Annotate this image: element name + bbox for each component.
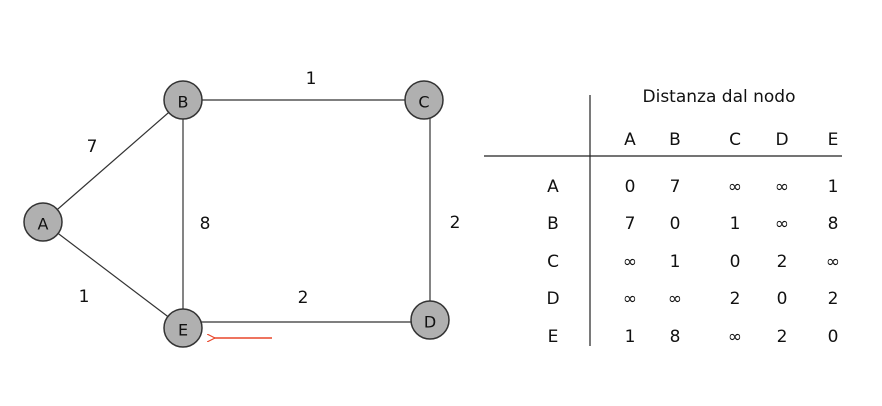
table-cell: 0 (730, 252, 741, 272)
node-e: E (163, 308, 203, 348)
weight-b-c: 1 (306, 69, 317, 89)
table-cell: 1 (828, 177, 839, 197)
table-cell: 2 (828, 289, 839, 309)
row-header-d: D (546, 289, 559, 309)
weight-d-e: 2 (298, 288, 309, 308)
table-cell: 8 (828, 214, 839, 234)
column-header-d: D (775, 130, 788, 150)
table-cell: 1 (625, 327, 636, 347)
table-cell: 1 (730, 214, 741, 234)
table-cell: ∞ (728, 177, 742, 197)
node-a-label: A (38, 215, 49, 234)
node-d: D (410, 300, 450, 340)
table-cell: ∞ (623, 252, 637, 272)
table-cell: 0 (670, 214, 681, 234)
node-b: B (163, 80, 203, 120)
weight-a-b: 7 (87, 137, 98, 157)
weight-b-e: 8 (200, 214, 211, 234)
weight-a-e: 1 (79, 287, 90, 307)
row-header-e: E (548, 327, 559, 347)
column-header-e: E (828, 130, 839, 150)
node-c-label: C (418, 93, 429, 112)
column-header-a: A (624, 130, 636, 150)
table-cell: 1 (670, 252, 681, 272)
node-a: A (23, 202, 63, 242)
table-cell: 2 (730, 289, 741, 309)
table-cell: 2 (777, 327, 788, 347)
table-cell: 7 (670, 177, 681, 197)
node-d-label: D (424, 313, 436, 332)
edge-a-e (42, 221, 184, 329)
table-cell: 0 (777, 289, 788, 309)
table-cell: ∞ (623, 289, 637, 309)
table-cell: 8 (670, 327, 681, 347)
node-b-label: B (178, 93, 189, 112)
table-cell: ∞ (775, 214, 789, 234)
table-cell: ∞ (728, 327, 742, 347)
row-header-b: B (547, 214, 559, 234)
table-title: Distanza dal nodo (643, 87, 796, 107)
node-c: C (404, 80, 444, 120)
column-header-c: C (729, 130, 741, 150)
table-cell: 0 (625, 177, 636, 197)
weight-c-d: 2 (450, 213, 461, 233)
edges-group (42, 99, 431, 329)
edge-weights-group: 7 1 1 8 2 2 (79, 69, 461, 308)
table-cell: ∞ (668, 289, 682, 309)
table-cell: ∞ (826, 252, 840, 272)
table-cell: ∞ (775, 177, 789, 197)
table-cell: 0 (828, 327, 839, 347)
table-cell: 7 (625, 214, 636, 234)
table-cell: 2 (777, 252, 788, 272)
column-header-b: B (669, 130, 681, 150)
edge-a-b (42, 99, 184, 223)
row-header-c: C (547, 252, 559, 272)
node-e-label: E (178, 321, 188, 340)
row-header-a: A (547, 177, 559, 197)
